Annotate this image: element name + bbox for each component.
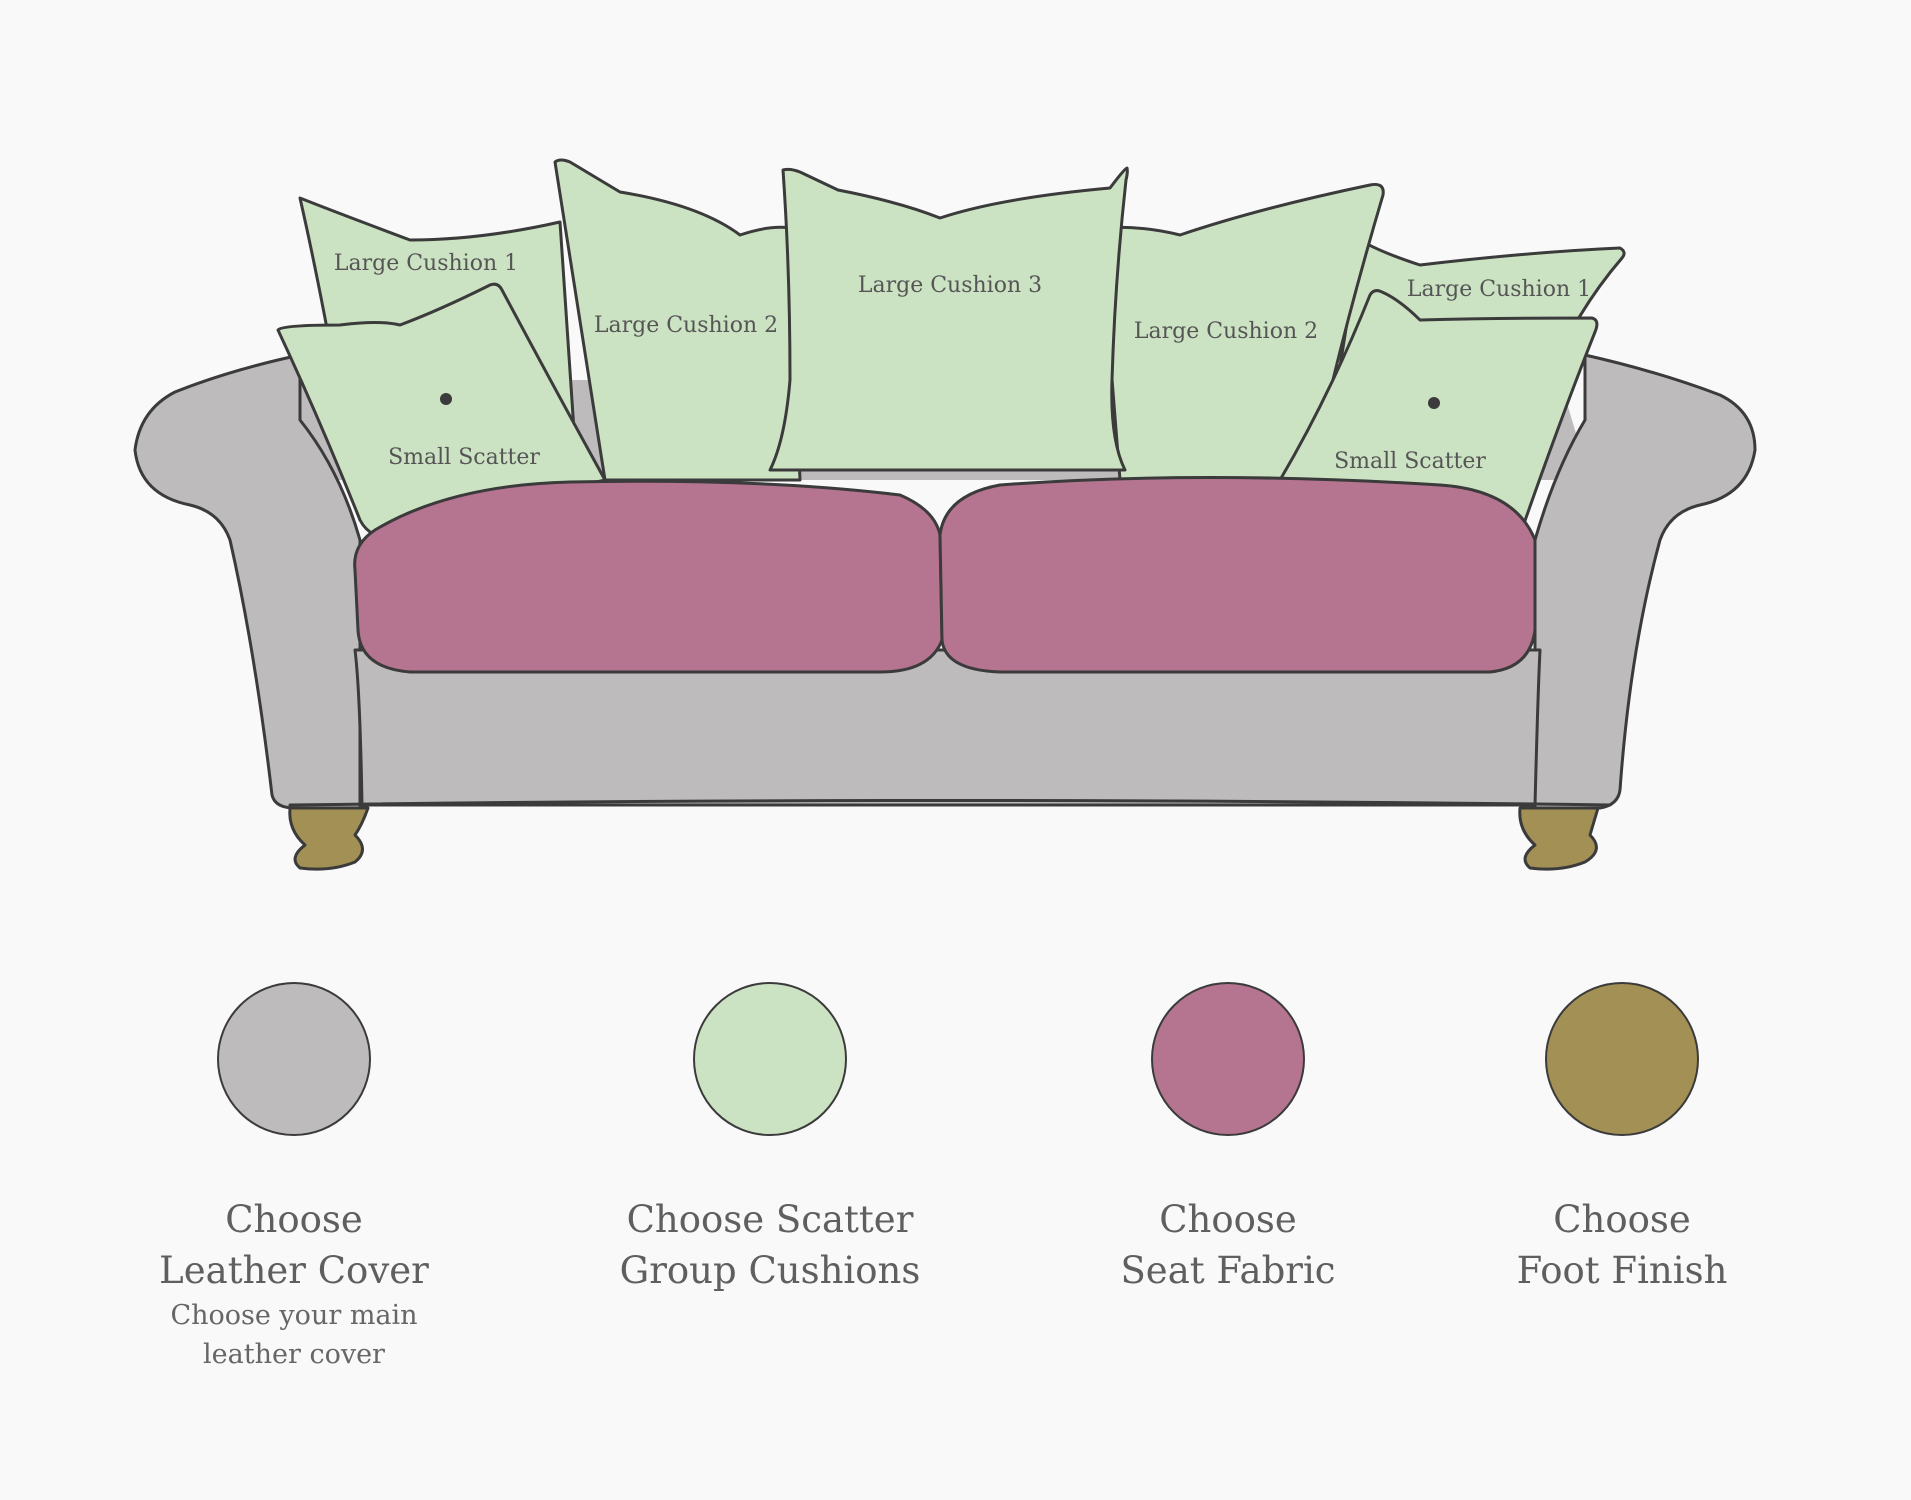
leather-cover-subtitle: Choose your main leather cover <box>114 1296 474 1374</box>
leather-cover-title-line1: Choose <box>225 1198 363 1241</box>
scatter-cushions-option: Choose Scatter Group Cushions <box>590 982 950 1296</box>
seat-fabric-title-line2: Seat Fabric <box>1120 1249 1336 1292</box>
label-large-cushion-1-right: Large Cushion 1 <box>1407 277 1591 302</box>
seat-cushion-right[interactable] <box>938 476 1537 674</box>
large-cushion-3[interactable] <box>768 166 1129 472</box>
foot-finish-title-line2: Foot Finish <box>1516 1249 1728 1292</box>
foot-finish-swatch[interactable] <box>1545 982 1699 1136</box>
seat-fabric-option: Choose Seat Fabric <box>1048 982 1408 1296</box>
label-small-scatter-left: Small Scatter <box>388 445 540 470</box>
seat-cushion-left[interactable] <box>353 479 944 674</box>
leather-cover-subtitle-line1: Choose your main <box>170 1300 418 1331</box>
label-small-scatter-right: Small Scatter <box>1334 449 1486 474</box>
leather-cover-swatch[interactable] <box>217 982 371 1136</box>
foot-left[interactable] <box>288 806 370 871</box>
leather-cover-title[interactable]: Choose Leather Cover <box>114 1194 474 1296</box>
label-large-cushion-1-left: Large Cushion 1 <box>334 251 518 276</box>
seat-fabric-title[interactable]: Choose Seat Fabric <box>1048 1194 1408 1296</box>
foot-finish-title-line1: Choose <box>1553 1198 1691 1241</box>
small-scatter-right-button <box>1428 397 1440 409</box>
label-large-cushion-2-left: Large Cushion 2 <box>594 313 778 338</box>
foot-finish-option: Choose Foot Finish <box>1442 982 1802 1296</box>
foot-right[interactable] <box>1518 806 1600 871</box>
leather-cover-subtitle-line2: leather cover <box>203 1339 385 1370</box>
large-cushion-2-right[interactable] <box>1098 183 1385 482</box>
small-scatter-left-button <box>440 393 452 405</box>
leather-cover-title-line2: Leather Cover <box>159 1249 429 1292</box>
foot-finish-title[interactable]: Choose Foot Finish <box>1442 1194 1802 1296</box>
scatter-cushions-title[interactable]: Choose Scatter Group Cushions <box>590 1194 950 1296</box>
scatter-cushions-title-line2: Group Cushions <box>619 1249 921 1292</box>
large-cushion-2-left[interactable] <box>553 158 802 482</box>
scatter-cushions-title-line1: Choose Scatter <box>626 1198 914 1241</box>
small-scatter-left[interactable] <box>276 282 607 537</box>
seat-fabric-swatch[interactable] <box>1151 982 1305 1136</box>
leather-cover-option: Choose Leather Cover Choose your main le… <box>114 982 474 1374</box>
small-scatter-right[interactable] <box>1278 289 1599 537</box>
scatter-cushions-swatch[interactable] <box>693 982 847 1136</box>
label-large-cushion-3: Large Cushion 3 <box>858 273 1042 298</box>
seat-fabric-title-line1: Choose <box>1159 1198 1297 1241</box>
label-large-cushion-2-right: Large Cushion 2 <box>1134 319 1318 344</box>
